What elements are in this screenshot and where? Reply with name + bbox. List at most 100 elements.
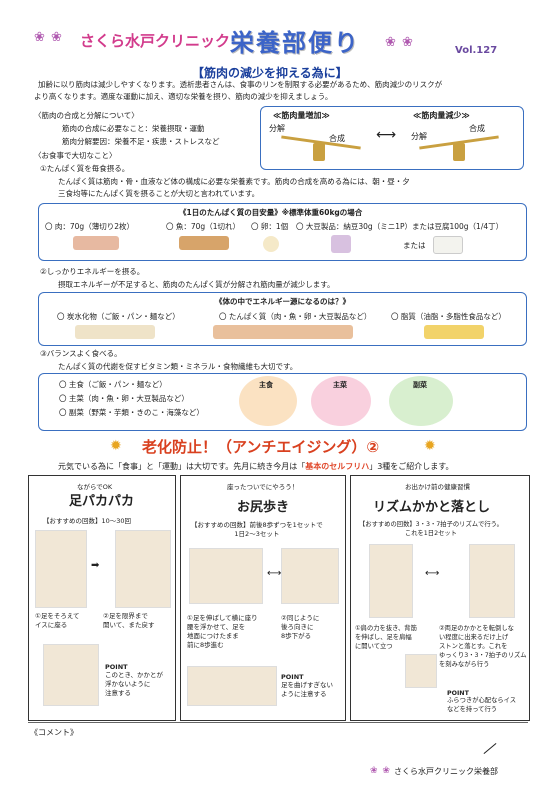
or-text: または bbox=[403, 241, 426, 250]
flower-decoration-icon: ❀ ❀ bbox=[370, 766, 391, 776]
intro-text: 加齢に以り筋肉は減少しやすくなります。透析患者さんは、食事のリンを制限する必要が… bbox=[38, 80, 443, 89]
section-heading: 【筋肉の減少を抑える為に】 bbox=[192, 66, 348, 80]
scale-label: 合成 bbox=[329, 134, 345, 143]
side-dish-circle: 副菜 bbox=[389, 376, 453, 426]
diet-title: 〈お食事で大切なこと〉 bbox=[34, 151, 117, 160]
point-text: たんぱく質は筋肉・骨・血液など体の構成に必要な栄養素です。筋肉の合成を高める為に… bbox=[58, 177, 410, 186]
exercise-name: 足パカパカ bbox=[69, 494, 135, 509]
natto-icon bbox=[331, 235, 351, 253]
protein-item: 〇 卵：1個 bbox=[251, 222, 289, 231]
balance-item: 〇 主食（ご飯・パン・麺など） bbox=[59, 380, 167, 389]
anti-aging-intro: 元気でいる為に「食事」と「運動」は大切です。先月に続き今月は「基本のセルフリハ」… bbox=[58, 462, 454, 471]
protein-item: 〇 肉：70g（薄切り2枚） bbox=[45, 222, 134, 231]
exercise-point: 足を曲げすぎない ように注意する bbox=[281, 681, 333, 698]
circle-label: 主菜 bbox=[333, 381, 347, 389]
protein-item: 〇 大豆製品：納豆30g（ミニ1P）または豆腐100g（1/4丁） bbox=[296, 222, 504, 231]
synthesis-title: 〈筋肉の合成と分解について〉 bbox=[34, 111, 139, 120]
exercise-card-leg-open: ながらでOK 足パカパカ 【おすすめの回数】10〜30回 ➡ ①足をそろえて イ… bbox=[28, 475, 176, 721]
balance-box: 〇 主食（ご飯・パン・麺など） 〇 主菜（肉・魚・卵・大豆製品など） 〇 副菜（… bbox=[38, 373, 527, 431]
box-title: 《1日のたんぱく質の目安量》※標準体重60kgの場合 bbox=[179, 208, 363, 217]
leg-stretch-icon bbox=[187, 666, 277, 706]
exercise-step: ①足をそろえて イスに座る bbox=[35, 612, 80, 629]
staple-food-circle: 主食 bbox=[239, 376, 297, 426]
intro-text: より高くなります。適度な運動に加え、適切な栄養を摂り、筋肉の減少を抑えましょう。 bbox=[34, 92, 333, 101]
egg-icon bbox=[263, 236, 279, 252]
flower-icon: ✹ bbox=[110, 438, 122, 454]
exercise-reco: 【おすすめの回数】前後8歩ずつを1セットで 1日2〜3セット bbox=[191, 521, 323, 538]
flower-decoration-icon: ❀ ❀ bbox=[34, 30, 63, 45]
point-text: 摂取エネルギーが不足すると、筋肉のたんぱく質が分解され筋肉量が減少します。 bbox=[58, 280, 335, 289]
point-label: POINT bbox=[105, 663, 128, 671]
tofu-icon bbox=[433, 236, 463, 254]
pen-mark-icon bbox=[483, 742, 497, 755]
box-title: 《体の中でエネルギー源になるのは？》 bbox=[215, 297, 350, 306]
synthesis-line: 筋肉分解要因：栄養不足・疾患・ストレスなど bbox=[62, 137, 220, 146]
hip-walk-backward-icon bbox=[281, 548, 339, 604]
legs-open-icon bbox=[115, 530, 171, 608]
exercise-name: お尻歩き bbox=[237, 500, 290, 515]
scale-label: 分解 bbox=[269, 124, 285, 133]
signature: さくら水戸クリニック栄養部 bbox=[394, 767, 498, 776]
point-text: たんぱく質の代謝を促すビタミン類・ミネラル・食物繊維も大切です。 bbox=[58, 362, 298, 371]
carbohydrate-foods-icon bbox=[75, 325, 155, 339]
fish-icon bbox=[179, 236, 229, 250]
scale-stand-icon bbox=[453, 143, 465, 161]
point-text: 三食均等にたんぱく質を摂ることが大切と言われています。 bbox=[58, 189, 260, 198]
exercise-subtitle: 座ったついでにやろう！ bbox=[227, 483, 299, 491]
exercise-card-heel-drop: お出かけ前の健康習慣 リズムかかと落とし 【おすすめの回数】3・3・7拍子のリズ… bbox=[350, 475, 530, 721]
heel-raise-person-icon bbox=[469, 544, 515, 618]
fat-foods-icon bbox=[424, 325, 484, 339]
sitting-person-icon bbox=[35, 530, 87, 608]
standing-person-icon bbox=[369, 544, 413, 618]
flower-icon: ✹ bbox=[424, 438, 436, 454]
synthesis-line: 筋肉の合成に必要なこと：栄養摂取・運動 bbox=[62, 124, 205, 133]
point-label: POINT bbox=[281, 673, 304, 681]
protein-item: 〇 魚：70g（1切れ） bbox=[166, 222, 240, 231]
protein-guide-box: 《1日のたんぱく質の目安量》※標準体重60kgの場合 〇 肉：70g（薄切り2枚… bbox=[38, 203, 527, 261]
comment-label: 《コメント》 bbox=[30, 728, 78, 737]
volume-number: Vol.127 bbox=[455, 45, 498, 56]
circle-label: 主食 bbox=[259, 381, 273, 389]
exercise-reco: 【おすすめの回数】3・3・7拍子のリズムで行う。 これを1日2セット bbox=[359, 521, 503, 537]
arrow-icon: ➡ bbox=[91, 560, 100, 571]
exercise-step: ②同じように 後ろ向きに 8歩下がる bbox=[281, 614, 320, 640]
arrow-icon: ⟷ bbox=[267, 568, 282, 579]
flower-decoration-icon: ❀ ❀ bbox=[385, 35, 414, 50]
clinic-name: さくら水戸クリニック bbox=[80, 32, 231, 50]
muscle-scale-diagram: ≪筋肉量増加≫ 分解 合成 ⟷ ≪筋肉量減少≫ 分解 合成 bbox=[260, 106, 524, 170]
exercise-step: ②足を限界まで 開いて、また戻す bbox=[103, 612, 155, 629]
protein-foods-icon bbox=[213, 325, 353, 339]
arrow-icon: ⟷ bbox=[425, 568, 440, 579]
scale-label: 分解 bbox=[411, 132, 427, 141]
balance-item: 〇 副菜（野菜・芋類・きのこ・海藻など） bbox=[59, 408, 204, 417]
exercise-step: ②両足のかかとを転倒しな い程度に出来るだけ上げ ストンと落とす。これを ゆっく… bbox=[439, 625, 527, 668]
exercise-subtitle: ながらでOK bbox=[77, 483, 113, 491]
energy-item: 〇 脂質（油脂・多脂性食品など） bbox=[391, 312, 506, 321]
main-dish-circle: 主菜 bbox=[311, 376, 371, 426]
anti-aging-heading: 老化防止！（アンチエイジング）② bbox=[142, 438, 380, 456]
hip-walk-forward-icon bbox=[189, 548, 263, 604]
exercise-subtitle: お出かけ前の健康習慣 bbox=[405, 483, 470, 491]
exercise-name: リズムかかと落とし bbox=[373, 500, 491, 515]
scale-label: 合成 bbox=[469, 124, 485, 133]
scale-label-increase: ≪筋肉量増加≫ bbox=[273, 111, 330, 120]
meat-icon bbox=[73, 236, 119, 250]
energy-item: 〇 炭水化物（ご飯・パン・麺など） bbox=[57, 312, 180, 321]
feet-heels-icon bbox=[43, 644, 99, 706]
point-title: ③バランスよく食べる。 bbox=[40, 349, 122, 358]
chair-support-icon bbox=[405, 654, 437, 688]
exercise-point: このとき、かかとが 浮かないように 注意する bbox=[105, 671, 164, 697]
energy-item: 〇 たんぱく質（肉・魚・卵・大豆製品など） bbox=[219, 312, 372, 321]
exercise-card-hip-walk: 座ったついでにやろう！ お尻歩き 【おすすめの回数】前後8歩ずつを1セットで 1… bbox=[180, 475, 346, 721]
point-label: POINT bbox=[447, 690, 469, 697]
exercise-step: ①肩の力を抜き、背筋 を伸ばし、足を肩幅 に開いて立つ bbox=[355, 625, 417, 650]
scale-label-decrease: ≪筋肉量減少≫ bbox=[413, 111, 470, 120]
circle-label: 副菜 bbox=[413, 381, 427, 389]
page-title: 栄養部便り bbox=[230, 29, 360, 57]
point-title: ②しっかりエネルギーを摂る。 bbox=[40, 267, 145, 276]
divider bbox=[28, 722, 528, 723]
exercise-point: ふらつきが心配ならイス などを持って行う bbox=[447, 697, 517, 713]
balance-item: 〇 主菜（肉・魚・卵・大豆製品など） bbox=[59, 394, 189, 403]
scale-stand-icon bbox=[313, 143, 325, 161]
highlight-text: 基本のセルフリハ bbox=[305, 462, 370, 471]
